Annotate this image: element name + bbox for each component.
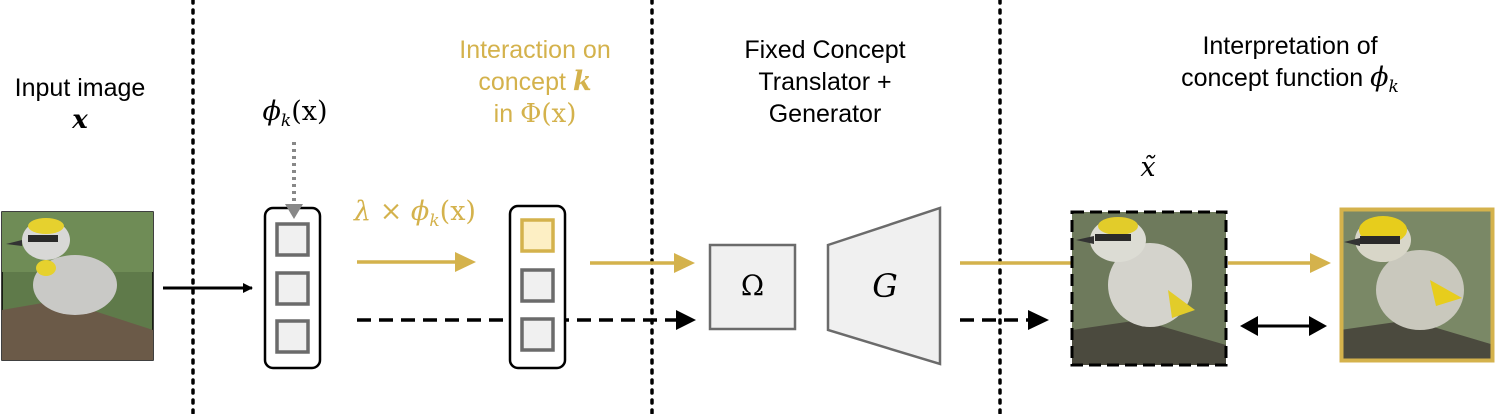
interaction-line2: concept xyxy=(478,68,573,96)
translator-line3: Generator xyxy=(768,100,882,128)
concept-vector-2 xyxy=(508,204,567,370)
final-bird-image xyxy=(1339,207,1495,363)
generated-bird-image xyxy=(1070,210,1228,367)
interpretation-label: Interpretation of concept function ϕk xyxy=(1120,30,1460,103)
lambda-subscript: k xyxy=(429,211,440,231)
x-tilde-label: x̃ xyxy=(1140,152,1156,183)
arrow-dashed-gen-to-output xyxy=(960,310,1049,330)
interaction-line3: in xyxy=(493,100,521,128)
generator-shape xyxy=(826,206,942,366)
lambda-text: λ × ϕ xyxy=(354,196,430,227)
input-image-label: Input image x xyxy=(0,72,160,136)
interaction-Phi: Φ xyxy=(520,99,542,129)
interpretation-phi: ϕ xyxy=(1370,62,1389,93)
input-bird-image xyxy=(1,211,154,361)
phi-subscript: k xyxy=(280,111,292,131)
arrow-gold-to-omega xyxy=(590,253,695,273)
interaction-Phi-arg: (x) xyxy=(541,99,577,129)
interaction-line1: Interaction on xyxy=(459,36,611,64)
phi-argument: (x) xyxy=(291,96,328,127)
phi-selection-arrow xyxy=(285,142,303,219)
lambda-argument: (x) xyxy=(439,196,476,227)
g-symbol: G xyxy=(872,267,898,305)
input-image-text: Input image xyxy=(14,74,146,102)
translator-line2: Translator + xyxy=(758,68,892,96)
translator-line1: Fixed Concept xyxy=(744,36,906,64)
omega-symbol: Ω xyxy=(740,269,765,302)
translator-generator-label: Fixed Concept Translator + Generator xyxy=(700,34,950,130)
interpretation-line1: Interpretation of xyxy=(1202,32,1378,60)
interaction-label: Interaction on concept k in Φ(x) xyxy=(430,34,640,130)
interpretation-line2: concept function xyxy=(1181,64,1371,92)
arrow-gold-to-final xyxy=(1228,253,1331,273)
omega-box xyxy=(708,243,797,331)
lambda-expression: λ × ϕk(x) xyxy=(340,196,490,237)
interpretation-phi-sub: k xyxy=(1388,77,1399,97)
concept-vector-1 xyxy=(263,206,322,370)
phi-symbol: ϕ xyxy=(262,96,281,127)
input-var-x: x xyxy=(72,105,88,135)
interaction-var-k: k xyxy=(572,66,592,97)
arrow-lambda-gold xyxy=(357,252,476,272)
phi-k-x-label: ϕk(x) xyxy=(240,96,350,137)
double-arrow-compare xyxy=(1240,316,1327,336)
